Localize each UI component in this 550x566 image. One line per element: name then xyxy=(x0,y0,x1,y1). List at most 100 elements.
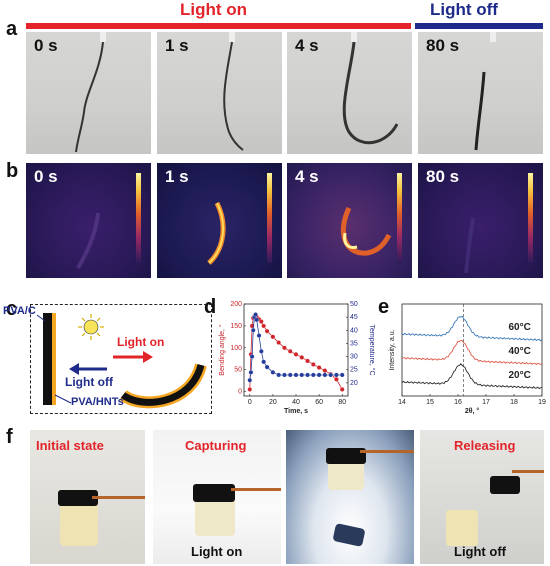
light-off-label: Light off xyxy=(65,375,113,389)
panel-label-f: f xyxy=(6,426,13,448)
sponge xyxy=(446,510,478,546)
data-point xyxy=(305,358,310,364)
series-line xyxy=(401,315,543,342)
time-label: 80 s xyxy=(426,36,460,55)
data-point xyxy=(258,319,264,324)
data-point xyxy=(264,364,270,370)
x-tick-label: 16 xyxy=(454,399,462,406)
y-axis-label: Intensity, a.u. xyxy=(389,329,396,370)
photo-captured xyxy=(286,430,414,564)
photo-releasing: Releasing Light off xyxy=(420,430,544,564)
colorbar xyxy=(528,173,533,263)
data-point xyxy=(293,352,299,357)
y2-tick-label: 25 xyxy=(350,367,358,374)
time-label: 4 s xyxy=(295,167,319,186)
data-point xyxy=(249,354,255,359)
data-point xyxy=(254,317,260,323)
photo-a-4s: 4 s xyxy=(287,32,412,154)
photo-a-1s: 1 s xyxy=(157,32,282,154)
data-point xyxy=(339,387,345,392)
light-on-bar xyxy=(26,23,411,29)
y2-axis-label: Temperature, °C xyxy=(368,324,376,375)
light-off-caption: Light off xyxy=(454,544,506,559)
y-tick-label: 50 xyxy=(234,367,242,374)
y-tick-label: 200 xyxy=(230,301,242,308)
data-point xyxy=(282,372,287,378)
data-point xyxy=(305,372,310,378)
arrow-right-icon xyxy=(113,351,153,363)
data-point xyxy=(293,372,299,378)
wire xyxy=(360,450,414,453)
data-point xyxy=(261,359,266,365)
data-point xyxy=(299,355,305,360)
y2-tick-label: 20 xyxy=(350,380,358,387)
thermal-4s: 4 s xyxy=(287,163,412,278)
y-axis-label: Bending angle, ° xyxy=(218,324,226,376)
data-point xyxy=(258,348,264,354)
pva-c-label: PVA/C xyxy=(3,305,36,317)
data-point xyxy=(310,372,316,378)
panel-label-a: a xyxy=(6,18,18,40)
gripper xyxy=(490,476,520,494)
light-on-caption: Light on xyxy=(191,544,243,559)
data-point xyxy=(316,372,322,378)
colorbar xyxy=(136,173,141,263)
panel-label-d: d xyxy=(204,296,217,318)
data-point xyxy=(253,312,258,317)
x-tick-label: 20 xyxy=(269,399,277,406)
time-label: 0 s xyxy=(34,36,58,55)
data-point xyxy=(334,377,339,382)
y2-tick-label: 30 xyxy=(350,354,358,361)
data-point xyxy=(322,372,328,378)
thermal-80s: 80 s xyxy=(418,163,543,278)
initial-state-label: Initial state xyxy=(36,438,104,453)
sponge xyxy=(60,502,98,546)
data-point xyxy=(339,372,345,378)
releasing-label: Releasing xyxy=(454,438,516,453)
data-point xyxy=(250,327,256,333)
data-point xyxy=(287,348,293,354)
wire xyxy=(512,470,544,473)
time-label: 80 s xyxy=(426,167,460,186)
y2-tick-label: 50 xyxy=(350,301,358,308)
photo-a-0s: 0 s xyxy=(26,32,151,154)
data-point xyxy=(248,369,254,375)
series-line xyxy=(401,339,543,366)
pva-hnts-label: PVA/HNTs xyxy=(71,396,124,408)
series-label: 60°C xyxy=(508,322,530,333)
plot-frame xyxy=(401,303,543,397)
colorbar xyxy=(267,173,272,263)
data-point xyxy=(322,368,328,373)
data-point xyxy=(270,334,276,340)
light-on-label: Light on xyxy=(117,335,165,349)
data-point xyxy=(282,345,287,351)
data-point xyxy=(264,328,270,334)
wire xyxy=(231,488,281,491)
data-point xyxy=(276,372,282,378)
data-point xyxy=(256,333,262,338)
thermal-0s: 0 s xyxy=(26,163,151,278)
x-tick-label: 15 xyxy=(426,399,434,406)
shadow xyxy=(332,523,366,547)
x-tick-label: 19 xyxy=(538,399,546,406)
x-tick-label: 60 xyxy=(315,399,323,406)
y-tick-label: 0 xyxy=(238,389,242,396)
x-axis-label: 2θ, ° xyxy=(465,407,480,415)
sponge xyxy=(195,496,235,536)
gripper xyxy=(58,490,98,506)
capturing-label: Capturing xyxy=(185,438,247,453)
arrow-left-icon xyxy=(69,363,107,375)
series-line xyxy=(401,363,543,390)
time-label: 4 s xyxy=(295,36,319,55)
schematic-panel: PVA/C Light on Light off PVA/HNTs xyxy=(3,304,212,414)
x-tick-label: 14 xyxy=(398,399,406,406)
light-on-header: Light on xyxy=(180,0,248,19)
panel-label-b: b xyxy=(6,160,19,182)
panel-label-e: e xyxy=(378,296,390,318)
data-point xyxy=(310,362,316,367)
x-tick-label: 0 xyxy=(248,399,252,406)
data-point xyxy=(247,387,253,392)
x-tick-label: 17 xyxy=(482,399,490,406)
